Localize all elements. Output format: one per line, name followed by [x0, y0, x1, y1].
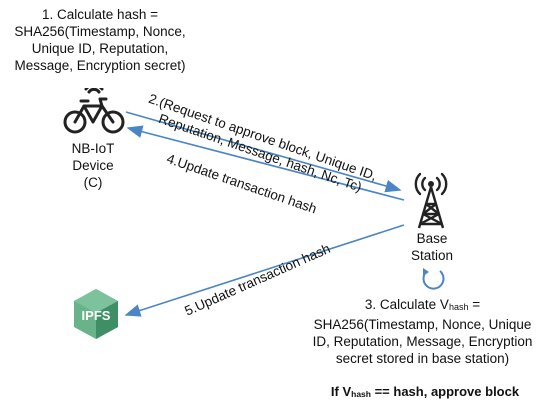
ipfs-label: IPFS [82, 308, 111, 323]
step3-line: ID, Reputation, Message, Encryption [312, 334, 533, 349]
device-line: (C) [83, 175, 103, 190]
device-label: NB-IoT Device (C) [58, 140, 128, 191]
arrow-request [125, 111, 402, 193]
step1-line: Message, Encryption secret) [14, 58, 186, 73]
arrow-update-device [126, 125, 405, 201]
step3-prefix: 3. Calculate [364, 297, 440, 312]
approval-rule: If Vhash == hash, approve block [310, 383, 540, 403]
step3-heading: 3. Calculate Vhash = [300, 296, 545, 316]
device-line: Device [72, 158, 114, 173]
rule-var-sub: hash [351, 389, 371, 399]
step3-suffix: = [468, 297, 481, 312]
ipfs-cube-icon: IPFS [74, 289, 118, 339]
step3-line: secret stored in base station) [335, 351, 510, 366]
step1-line: SHA256(Timestamp, Nonce, [14, 24, 186, 39]
rule-suffix: == hash, approve block [370, 384, 520, 399]
refresh-loop-icon [422, 268, 445, 290]
step3-line: SHA256(Timestamp, Nonce, Unique [313, 317, 532, 332]
cell-tower-icon [414, 172, 448, 229]
bicycle-icon [63, 88, 125, 134]
base-station-label: Base Station [392, 230, 472, 264]
step3-text: 3. Calculate Vhash = SHA256(Timestamp, N… [300, 296, 545, 367]
step3-var-sub: hash [448, 302, 469, 312]
step3-var: V [439, 297, 449, 312]
arrow-update-ipfs [124, 224, 405, 317]
device-line: NB-IoT [71, 141, 115, 156]
base-line: Base [416, 231, 448, 246]
step1-line: 1. Calculate hash = [42, 7, 158, 22]
base-line: Station [410, 248, 454, 263]
step1-line: Unique ID, Reputation, [31, 41, 169, 56]
rule-prefix: If V [330, 384, 352, 399]
step1-text: 1. Calculate hash = SHA256(Timestamp, No… [10, 6, 190, 74]
